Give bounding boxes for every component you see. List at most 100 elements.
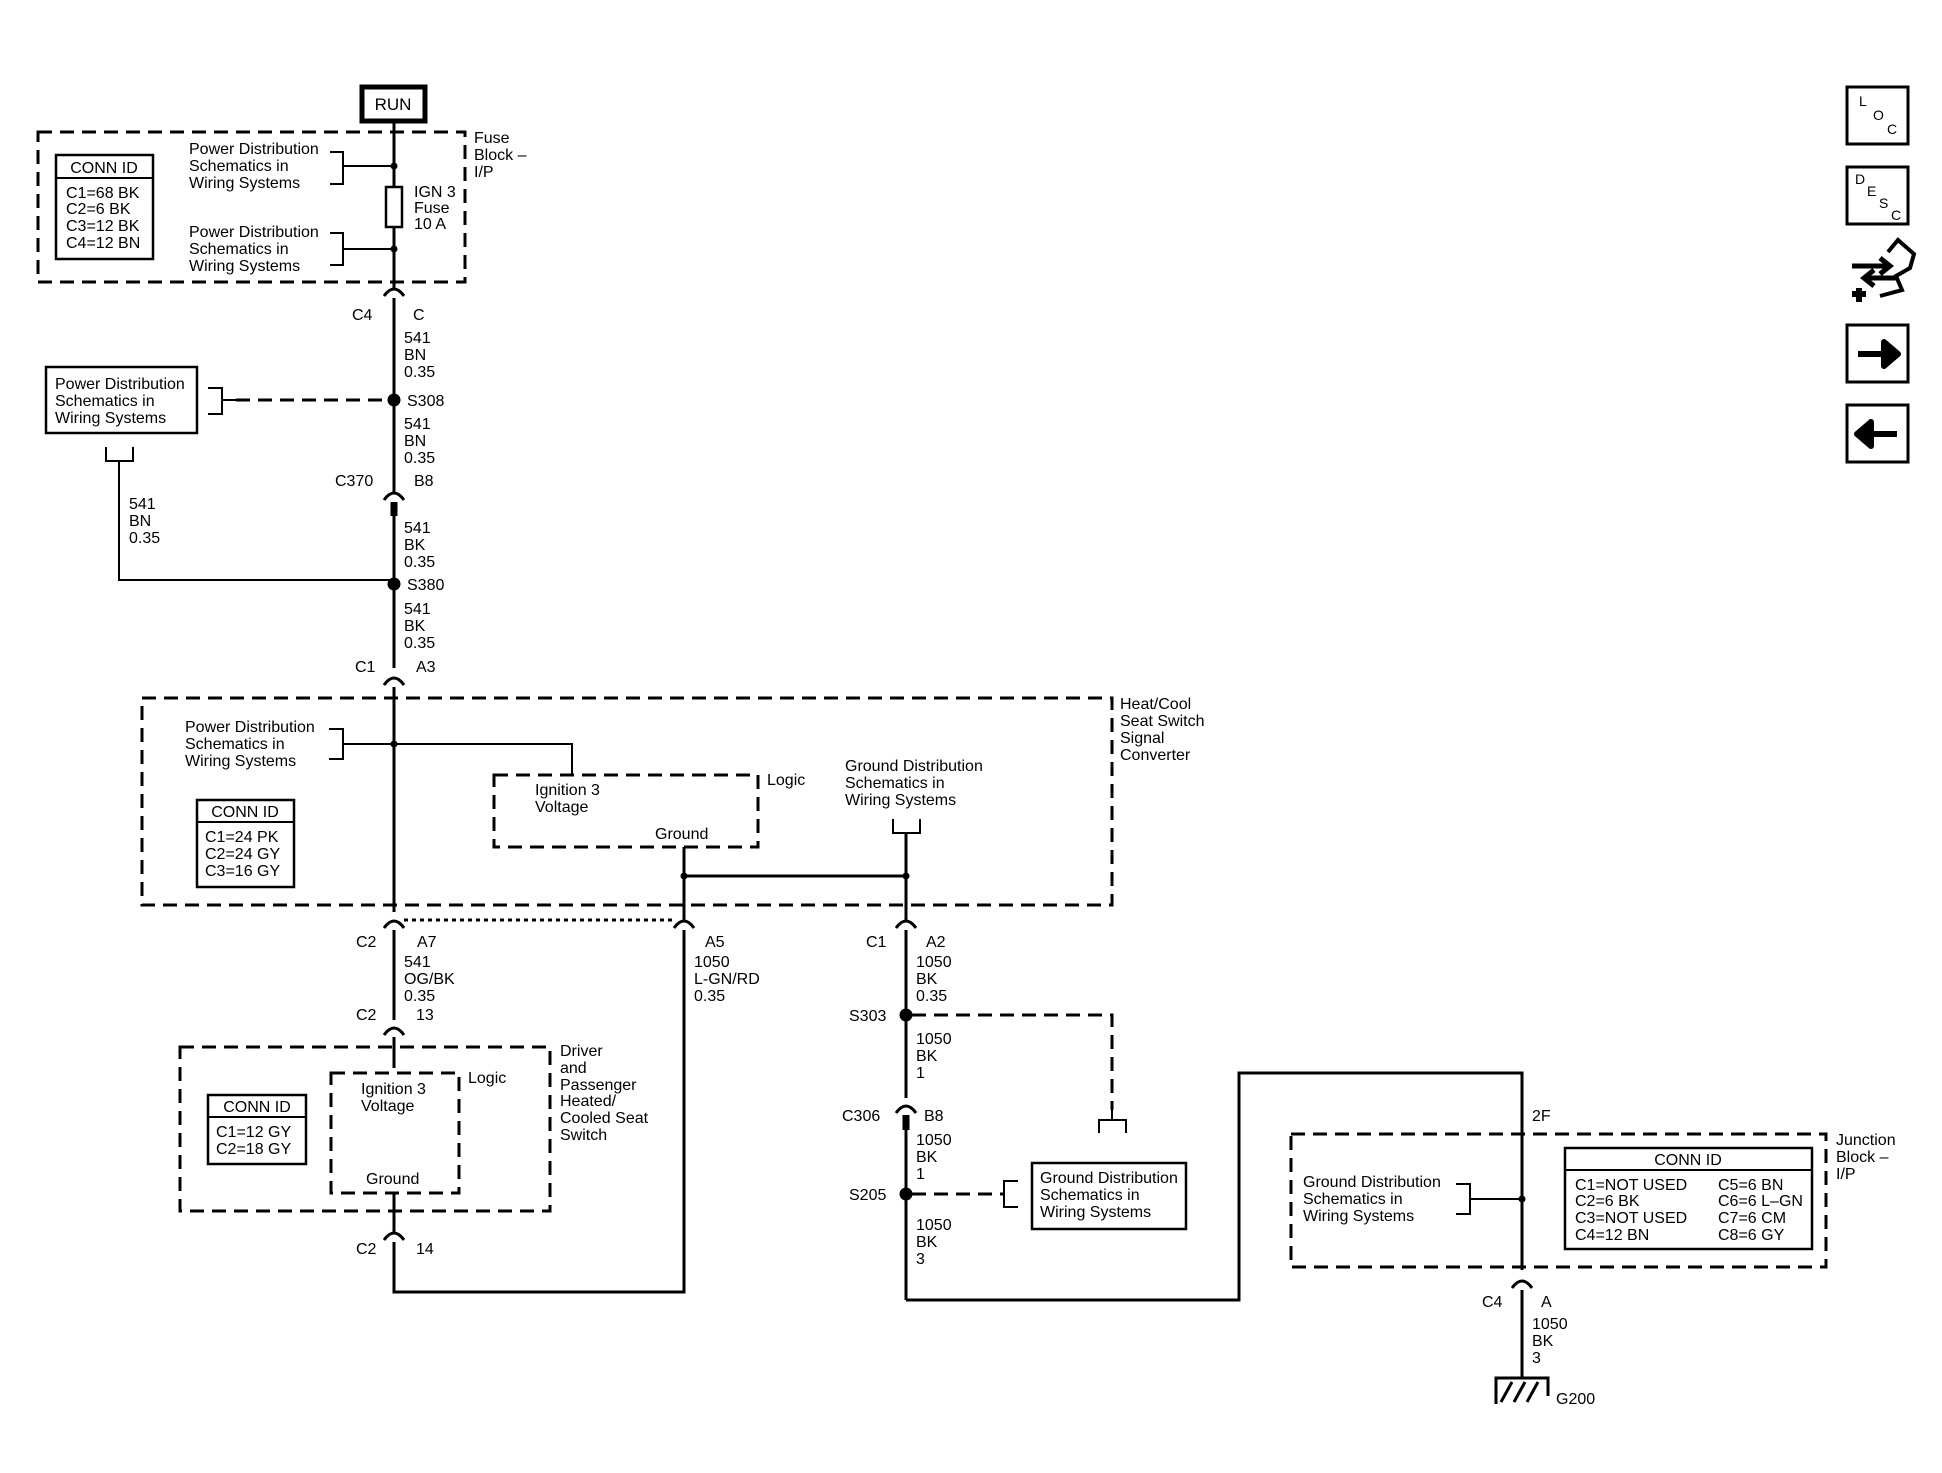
- svg-text:C2: C2: [356, 1007, 377, 1024]
- svg-text:Logic: Logic: [767, 772, 805, 789]
- wire-label-4: 541 BK 0.35: [404, 601, 435, 652]
- pd-ref-external[interactable]: Power Distribution Schematics in Wiring …: [44, 365, 199, 435]
- fuse-icon: [384, 185, 404, 229]
- ground-id: G200: [1556, 1391, 1595, 1408]
- svg-text:C1=NOT USED C2=6 BK: C1=NOT USED C2=6 BK C3=NOT USED C4=12 BN: [1575, 1177, 1692, 1244]
- connector-a5: A5: [672, 919, 725, 951]
- svg-text:C: C: [1891, 207, 1901, 223]
- svg-text:A5: A5: [705, 934, 725, 951]
- heat-cool-converter: Heat/Cool Seat Switch Signal Converter P…: [140, 696, 1209, 920]
- previous-page-button[interactable]: [1845, 403, 1910, 464]
- svg-text:S: S: [1879, 195, 1888, 211]
- splice-s205: [899, 1187, 913, 1201]
- svg-text:O: O: [1873, 107, 1884, 123]
- wire-label-7: 1050 BK 0.35: [916, 954, 956, 1005]
- svg-text:A2: A2: [926, 934, 946, 951]
- conn-id-title: CONN ID: [70, 160, 138, 177]
- wire-label-5: 541 OG/BK 0.35: [404, 954, 459, 1005]
- heat-cool-gd-ref: Ground Distribution Schematics in Wiring…: [845, 758, 987, 809]
- splice-s303-label: S303: [849, 1008, 886, 1025]
- svg-text:A7: A7: [417, 934, 437, 951]
- heat-cool-logic: [492, 773, 760, 849]
- wire-to-junction: [906, 1071, 1524, 1302]
- splice-s205-label: S205: [849, 1187, 886, 1204]
- heat-cool-outline: [140, 696, 1114, 907]
- gd-ref-external[interactable]: Ground Distribution Schematics in Wiring…: [1030, 1161, 1188, 1231]
- fuse-block-conn-list: C1=68 BK C2=6 BK C3=12 BK C4=12 BN: [66, 185, 144, 252]
- fuse-block-ip: Fuse Block – I/P CONN ID C1=68 BK C2=6 B…: [36, 130, 531, 284]
- wire-label-8: 1050 BK 1: [916, 1031, 956, 1082]
- wire-1050-l-gn-rd: [392, 930, 686, 1294]
- seat-switch-title: Driver and Passenger Heated/ Cooled Seat…: [560, 1043, 653, 1144]
- svg-text:C370: C370: [335, 473, 373, 490]
- svg-text:Ground: Ground: [655, 826, 708, 843]
- svg-text:CONN ID: CONN ID: [1654, 1152, 1722, 1169]
- splice-s380-label: S380: [407, 577, 444, 594]
- svg-text:Power Distribution Schem: Power Distribution Schematics in Wiring …: [55, 376, 189, 427]
- svg-text:Ignition 3 Voltage: Ignition 3 Voltage: [535, 782, 604, 816]
- svg-text:C1=12 GY C2=18 GY: C1=12 GY C2=18 GY: [216, 1124, 295, 1158]
- svg-text:E: E: [1867, 183, 1876, 199]
- svg-text:RUN: RUN: [375, 95, 412, 114]
- svg-text:2F: 2F: [1532, 1108, 1551, 1125]
- heat-cool-pd-ref: Power Distribution Schematics in Wiring …: [185, 719, 319, 770]
- fuse-block-pd-ref-1: Power Distribution Schematics in Wiring …: [189, 141, 323, 192]
- svg-text:C4: C4: [1482, 1294, 1503, 1311]
- wire-label-3: 541 BK 0.35: [404, 520, 435, 571]
- junction-block-ip: 2F Junction Block – I/P Ground Distribut…: [1289, 1108, 1900, 1269]
- svg-text:C2: C2: [356, 934, 377, 951]
- svg-text:C4: C4: [352, 307, 373, 324]
- splice-s380: [387, 577, 401, 591]
- wire-pd-ext-to-s380: [105, 447, 394, 581]
- connector-c370-b8: C370 B8: [335, 473, 434, 516]
- svg-text:13: 13: [416, 1007, 434, 1024]
- connector-c1-a3: C1 A3: [355, 659, 436, 686]
- svg-text:C: C: [1887, 121, 1897, 137]
- svg-text:B8: B8: [414, 473, 434, 490]
- fuse-block-pd-ref-2: Power Distribution Schematics in Wiring …: [189, 224, 323, 275]
- loc-button[interactable]: L O C: [1845, 85, 1910, 146]
- svg-text:Ignition 3 Voltage: Ignition 3 Voltage: [361, 1081, 430, 1115]
- junction-block-outline: [1289, 1132, 1828, 1269]
- svg-text:D: D: [1855, 171, 1865, 187]
- heat-cool-title: Heat/Cool Seat Switch Signal Converter: [1120, 696, 1209, 764]
- connector-c2-14: C2 14: [356, 1231, 434, 1258]
- seat-switch-outline: [178, 1045, 552, 1213]
- next-page-button[interactable]: [1845, 323, 1910, 384]
- fuse-label: IGN 3 Fuse 10 A: [414, 184, 460, 233]
- wire-label-6: 1050 L-GN/RD 0.35: [694, 954, 764, 1005]
- connector-c1-a2: C1 A2: [866, 919, 946, 951]
- connector-c2-13: C2 13: [356, 1007, 434, 1036]
- svg-text:14: 14: [416, 1241, 434, 1258]
- fuse-block-title: Fuse Block – I/P: [474, 130, 531, 181]
- wire-label-1: 541 BN 0.35: [404, 330, 435, 381]
- svg-text:Ground Distribution Sche: Ground Distribution Schematics in Wiring…: [1040, 1170, 1182, 1221]
- connector-tool-icon[interactable]: [1852, 237, 1917, 302]
- junction-conn-id: [1563, 1146, 1814, 1251]
- svg-text:C2: C2: [356, 1241, 377, 1258]
- svg-text:A3: A3: [416, 659, 436, 676]
- heat-cool-conn-id: [195, 798, 296, 889]
- connector-c4-a: C4 A: [1482, 1279, 1552, 1311]
- seat-switch-conn-id: [206, 1093, 308, 1166]
- svg-text:CONN ID: CONN ID: [223, 1099, 291, 1116]
- run-label: RUN: [359, 84, 428, 124]
- svg-text:C1: C1: [355, 659, 376, 676]
- svg-text:C306: C306: [842, 1108, 880, 1125]
- desc-button[interactable]: D E S C: [1845, 165, 1910, 226]
- connector-c2-a7: C2 A7: [356, 919, 437, 951]
- junction-gd-ref: Ground Distribution Schematics in Wiring…: [1303, 1174, 1445, 1225]
- svg-text:C1=24 PK C2=24 GY: C1=24 PK C2=24 GY C3=16 GY: [205, 829, 284, 880]
- svg-text:CONN ID: CONN ID: [211, 804, 279, 821]
- fuse-block-conn-id: [54, 153, 155, 261]
- junction-block-title: Junction Block – I/P: [1836, 1132, 1900, 1183]
- wire-label-left: 541 BN 0.35: [129, 496, 160, 547]
- connector-c306-b8: C306 B8: [842, 1104, 944, 1130]
- wire-label-2: 541 BN 0.35: [404, 416, 435, 467]
- fuse-block-outline: [36, 130, 467, 284]
- svg-text:C5=6 BN C6=6 L–GN: C5=6 BN C6=6 L–GN C7=6 CM C8=6 GY: [1718, 1177, 1807, 1244]
- splice-s308: [387, 393, 401, 407]
- splice-s303: [899, 1008, 913, 1022]
- svg-text:Logic: Logic: [468, 1070, 506, 1087]
